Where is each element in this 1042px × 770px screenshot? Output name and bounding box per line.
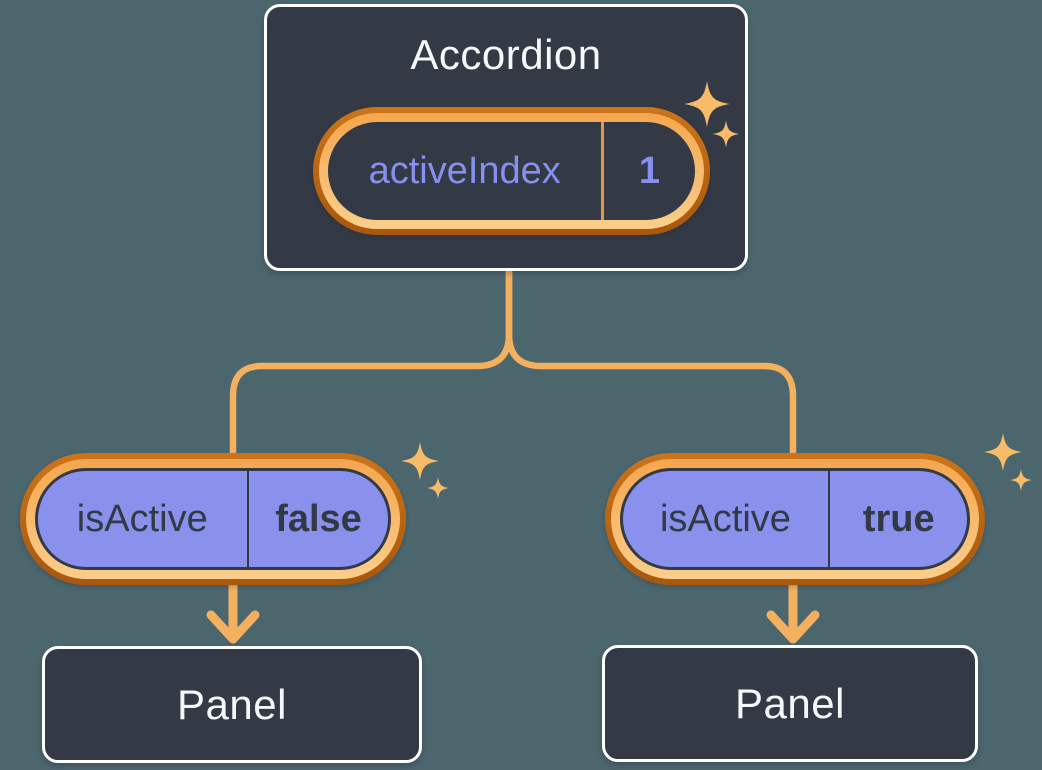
prop-pill-isactive-true: isActive true — [605, 453, 985, 585]
component-title: Accordion — [410, 31, 602, 78]
connector-line-right-branch — [505, 267, 797, 460]
prop-pill-body: isActive true — [620, 468, 970, 570]
state-pill-body: activeIndex 1 — [328, 122, 695, 220]
prop-pill-ring: isActive false — [26, 459, 400, 579]
panel-component-box-right: Panel — [602, 645, 978, 762]
sparkle-icon — [426, 476, 450, 500]
prop-name-cell: isActive — [623, 471, 828, 567]
state-pill-activeindex: activeIndex 1 — [313, 107, 710, 235]
prop-pill-body: isActive false — [35, 468, 391, 570]
state-value-label: 1 — [638, 149, 660, 192]
prop-value-label: false — [275, 497, 362, 540]
arrow-down-icon — [766, 577, 820, 644]
prop-value-label: true — [862, 497, 935, 540]
arrow-down-icon — [206, 577, 260, 644]
panel-component-box-left: Panel — [42, 646, 422, 763]
state-name-cell: activeIndex — [328, 122, 601, 220]
sparkle-icon — [400, 441, 440, 481]
connector-line-left-branch — [229, 267, 513, 460]
state-name-label: activeIndex — [368, 149, 561, 192]
panel-title: Panel — [177, 680, 287, 728]
prop-pill-isactive-false: isActive false — [20, 453, 406, 585]
sparkle-icon — [1009, 468, 1033, 492]
sparkle-icon — [983, 432, 1023, 472]
state-value-cell: 1 — [604, 122, 695, 220]
panel-title: Panel — [735, 679, 845, 727]
prop-name-label: isActive — [659, 497, 791, 540]
prop-name-cell: isActive — [38, 471, 247, 567]
prop-value-cell: false — [249, 471, 388, 567]
pill-divider — [246, 471, 249, 567]
pill-divider — [827, 471, 831, 567]
accordion-component-box: Accordion activeIndex 1 — [264, 4, 748, 271]
pill-divider — [601, 122, 604, 220]
prop-name-label: isActive — [76, 497, 208, 540]
prop-value-cell: true — [830, 471, 967, 567]
prop-pill-ring: isActive true — [611, 459, 979, 579]
state-pill-ring: activeIndex 1 — [319, 113, 704, 229]
